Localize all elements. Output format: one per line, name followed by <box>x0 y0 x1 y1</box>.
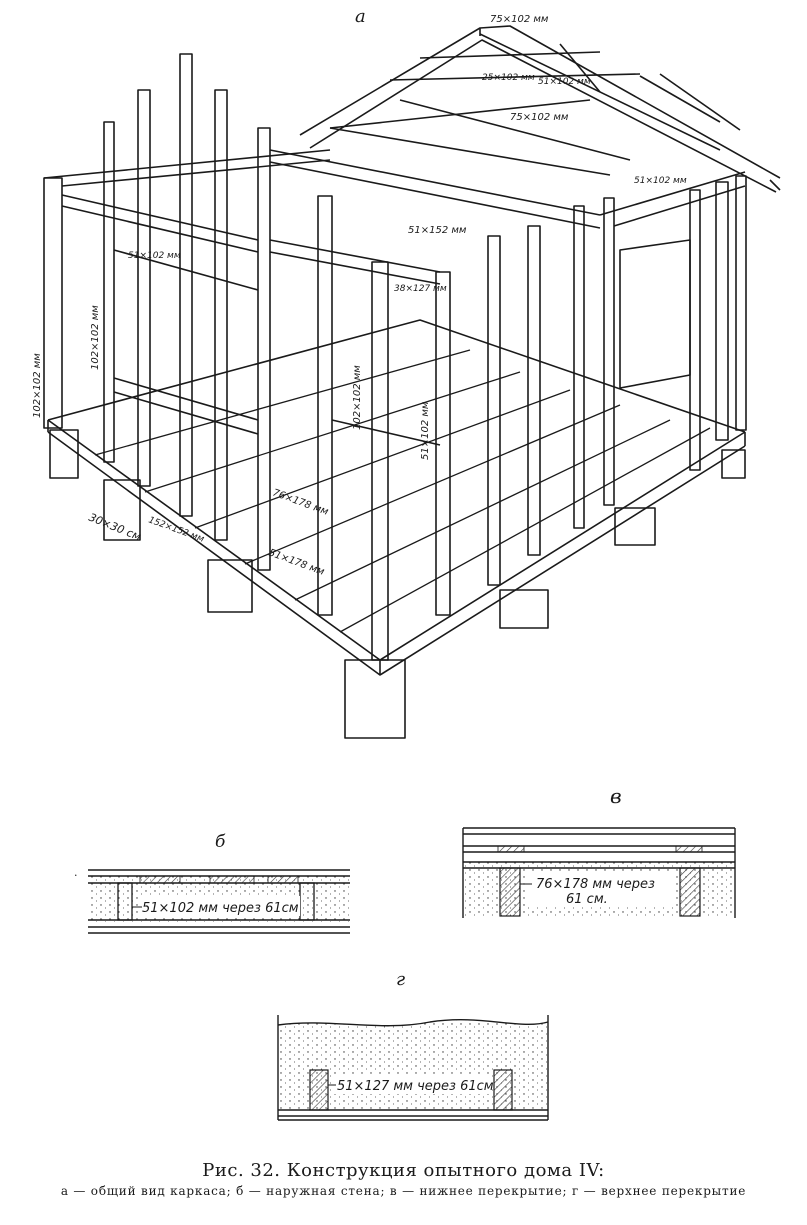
panel-b-wall-section: б 51×102 мм через 61см . <box>74 832 350 934</box>
legend-item-a: а — общий вид каркаса; <box>60 1184 232 1198</box>
panel-b-letter: б <box>215 832 226 852</box>
label-header: 38×127 мм <box>394 284 447 294</box>
roof-frame <box>299 25 781 193</box>
right-wall <box>599 171 747 471</box>
label-joist: 76×178 мм <box>271 487 330 517</box>
label-stud-center: 102×102 мм <box>352 365 363 430</box>
label-eave: 51×102 мм <box>634 176 687 186</box>
front-wall <box>269 149 615 661</box>
label-left-post: 102×102 мм <box>90 305 101 370</box>
label-top-plate: 51×152 мм <box>408 225 467 236</box>
panel-v-floor-section: в 76×178 мм через 61 см. <box>462 784 736 918</box>
label-footing: 30×30 см <box>87 511 143 544</box>
panel-a-frame <box>43 25 781 739</box>
label-ridge: 75×102 мм <box>490 14 549 25</box>
left-wall <box>43 53 331 571</box>
label-stud-left: 51×102 мм <box>128 251 181 261</box>
floor-rim <box>47 319 746 676</box>
legend-item-b: б — наружная стена; <box>236 1184 386 1198</box>
legend-item-g: г — верхнее перекрытие <box>571 1184 747 1198</box>
label-rafter-tie: 25×102 мм <box>482 73 535 83</box>
panel-v-letter: в <box>610 784 622 808</box>
label-rafter-tie-2: 51×102 мм <box>538 77 591 87</box>
label-corner-stud: 102×102 мм <box>32 353 43 418</box>
legend-item-v: в — нижнее перекрытие; <box>389 1184 568 1198</box>
figure-caption-title: Рис. 32. Конструкция опытного дома IV: <box>202 1160 605 1181</box>
panel-a-letter: a <box>355 6 366 27</box>
panel-b-note: 51×102 мм через 61см <box>142 901 299 916</box>
figure-caption-legend: а — общий вид каркаса; б — наружная стен… <box>0 1185 807 1198</box>
panel-v-note-line1: 76×178 мм через <box>536 877 655 892</box>
label-sill: 152×152 мм <box>147 515 205 544</box>
panel-v-note-line2: 61 см. <box>566 892 608 907</box>
panel-g-note: 51×127 мм через 61см <box>337 1079 494 1094</box>
panel-b-mark: . <box>74 866 78 879</box>
footings <box>49 429 746 739</box>
floor-joists <box>94 349 711 633</box>
label-ceiling-joist: 75×102 мм <box>510 112 569 123</box>
label-stud-right: 51×102 мм <box>420 401 431 460</box>
panel-g-letter: г <box>396 969 405 990</box>
panel-g-ceiling-section: г 51×127 мм через 61см <box>277 969 549 1121</box>
